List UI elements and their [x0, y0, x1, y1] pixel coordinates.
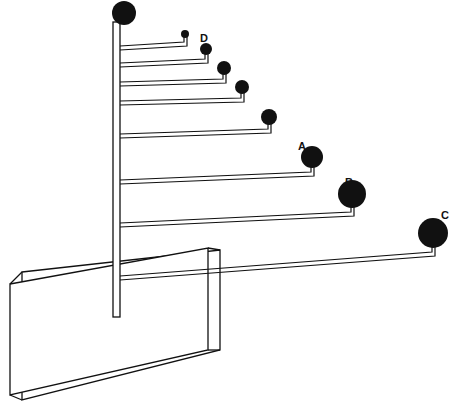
ball-label: B	[345, 177, 353, 188]
pendulum-arm	[120, 43, 212, 67]
pendulum-arm	[120, 30, 189, 50]
pendulum-arm	[120, 80, 249, 105]
ball-label: C	[441, 210, 449, 221]
ball-label: D	[200, 33, 208, 44]
ball-label: A	[298, 141, 306, 152]
pendulum-arm	[120, 109, 277, 138]
support-rod	[112, 1, 136, 317]
pendulum-arm	[120, 146, 323, 184]
pendulum-arm	[120, 61, 231, 86]
pendulum-arm	[120, 218, 448, 280]
pendulum-arms	[120, 30, 448, 280]
pendulum-arm	[120, 180, 366, 227]
